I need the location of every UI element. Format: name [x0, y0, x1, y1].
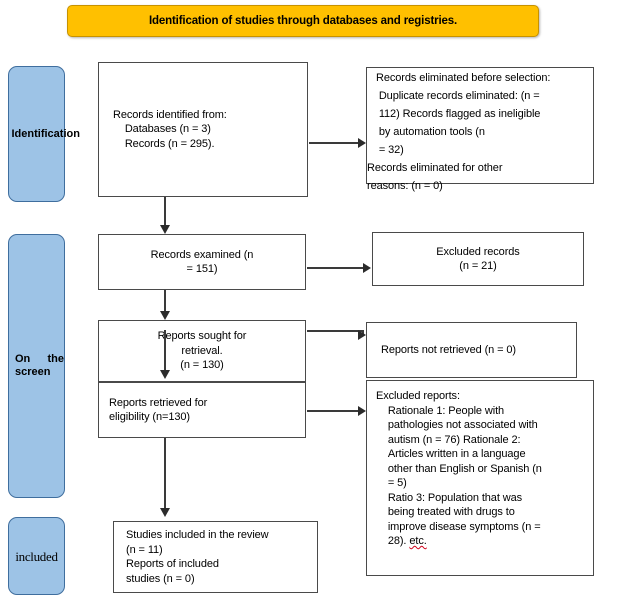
arrowhead-retrieved-to-included: [160, 508, 170, 517]
arrowhead-examined-to-excluded-records: [363, 263, 371, 273]
diagram-title-banner: Identification of studies through databa…: [67, 5, 539, 37]
connector-retrieved-to-excluded-reports: [307, 410, 364, 412]
box-reports-retrieved-for-eligibility: Reports retrieved for eligibility (n=130…: [98, 382, 306, 438]
box-records-examined-text: Records examined (n = 151): [150, 248, 254, 276]
box-studies-included-text: Studies included in the review (n = 11) …: [126, 529, 269, 585]
arrowhead-sought-to-not-retrieved: [358, 330, 366, 340]
arrowhead-examined-to-sought: [160, 311, 170, 320]
box-records-identified: Records identified from: Databases (n = …: [98, 62, 308, 197]
stage-label-identification: Identification: [11, 127, 80, 140]
box-excluded-records-text: Excluded records (n = 21): [436, 245, 520, 273]
connector-sought-to-not-retrieved: [307, 330, 364, 332]
box-excluded-records: Excluded records (n = 21): [372, 232, 584, 286]
stage-band-screening: On the screen: [8, 234, 65, 498]
arrowhead-retrieved-to-excluded-reports: [358, 406, 366, 416]
box-excluded-reports-flagged-word: etc.: [409, 535, 427, 547]
box-records-eliminated-before-selection: Records eliminated before selection: Dup…: [366, 67, 594, 192]
box-reports-sought-text: Reports sought for retrieval. (n = 130): [157, 330, 247, 372]
stage-label-screening: On the screen: [15, 353, 64, 378]
arrowhead-identified-to-eliminated: [358, 138, 366, 148]
box-excluded-reports: Excluded reports: Rationale 1: People wi…: [366, 380, 594, 576]
box-records-examined: Records examined (n = 151): [98, 234, 306, 290]
connector-identified-to-eliminated: [309, 142, 359, 144]
connector-retrieved-to-included: [164, 438, 166, 510]
box-excluded-reports-text: Excluded reports: Rationale 1: People wi…: [367, 381, 593, 549]
box-studies-included-in-review: Studies included in the review (n = 11) …: [113, 521, 318, 593]
box-excluded-reports-main: Excluded reports: Rationale 1: People wi…: [376, 390, 542, 547]
box-reports-not-retrieved: Reports not retrieved (n = 0): [366, 322, 577, 378]
arrowhead-sought-to-retrieved: [160, 370, 170, 379]
box-records-eliminated-text: Records eliminated before selection: Dup…: [367, 72, 551, 192]
box-reports-sought-for-retrieval: Reports sought for retrieval. (n = 130): [98, 320, 306, 382]
stage-band-included: included: [8, 517, 65, 595]
stage-label-included: included: [15, 548, 58, 564]
box-reports-retrieved-text: Reports retrieved for eligibility (n=130…: [109, 396, 208, 424]
stage-band-identification: Identification: [8, 66, 80, 202]
connector-identified-to-examined: [164, 197, 166, 227]
connector-examined-to-excluded-records: [307, 267, 364, 269]
box-records-identified-text: Records identified from: Databases (n = …: [113, 108, 227, 150]
box-reports-not-retrieved-text: Reports not retrieved (n = 0): [381, 343, 516, 356]
diagram-title-text: Identification of studies through databa…: [148, 15, 458, 27]
arrowhead-identified-to-examined: [160, 225, 170, 234]
connector-sought-to-retrieved: [164, 330, 166, 372]
connector-examined-to-sought: [164, 290, 166, 312]
